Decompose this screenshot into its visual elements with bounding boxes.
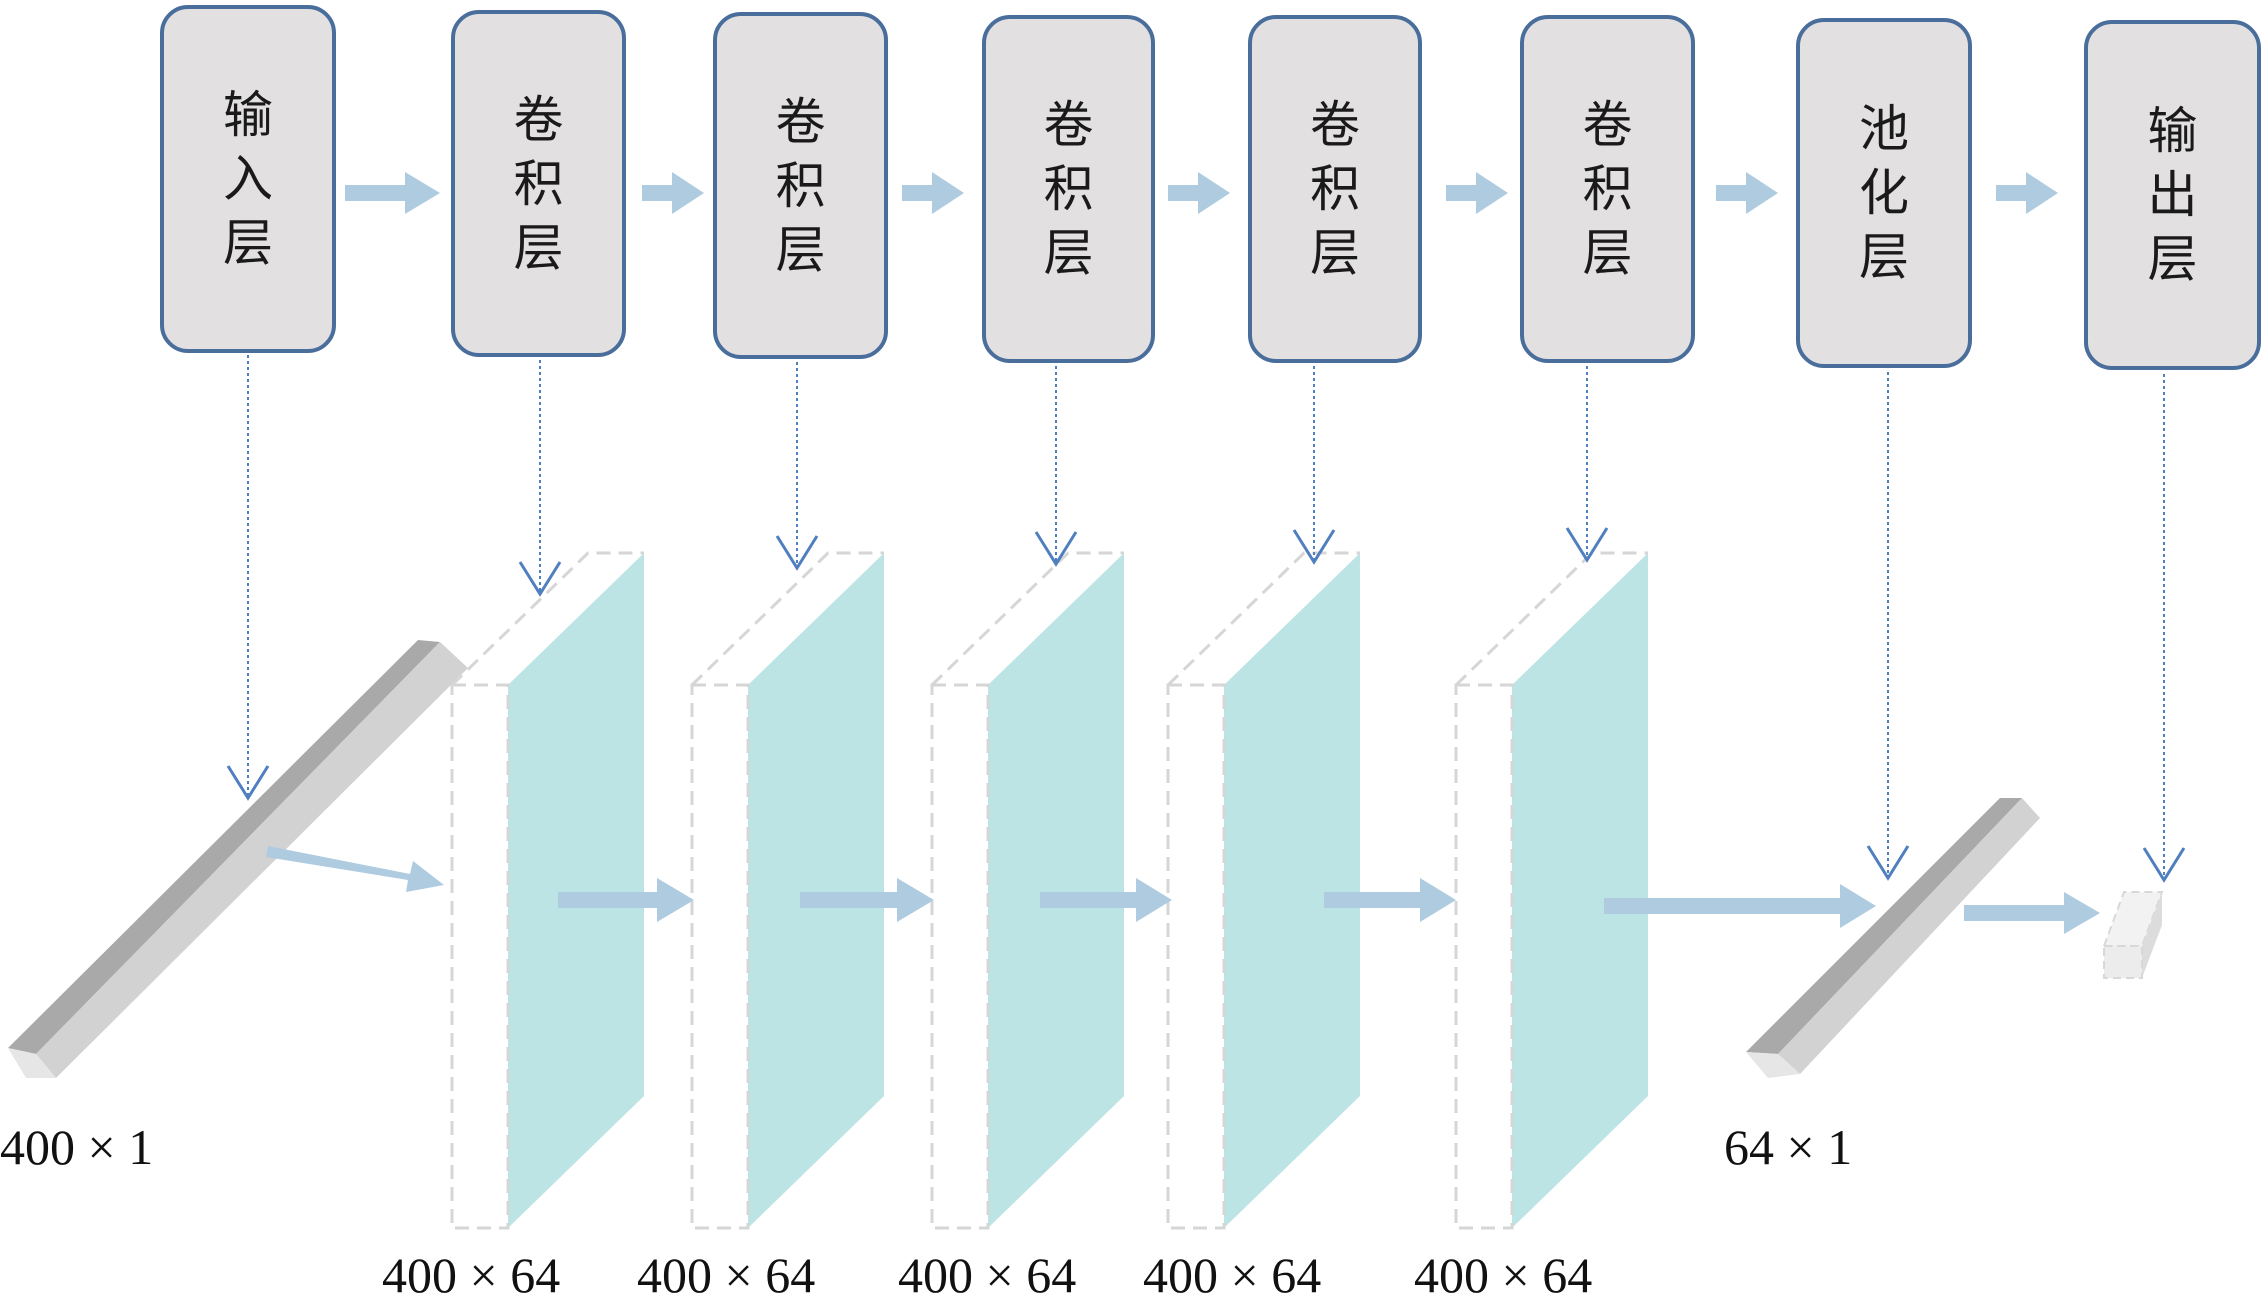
layer-char: 卷	[775, 92, 826, 151]
layer-char: 积	[1043, 160, 1094, 218]
dim-label-conv4: 400 × 64	[1143, 1247, 1322, 1303]
dim-label-conv1: 400 × 64	[382, 1247, 561, 1303]
flow-arrow-icon	[1964, 892, 2100, 934]
layer-char: 积	[513, 154, 564, 213]
layer-char: 卷	[1582, 96, 1633, 154]
layer-char: 池	[1859, 100, 1909, 158]
layer-char: 卷	[513, 90, 564, 149]
pointer-arrow-icon	[1292, 366, 1336, 565]
layer-char: 层	[2147, 230, 2198, 288]
layer-char: 化	[1859, 164, 1909, 222]
layer-char: 积	[775, 156, 826, 215]
layer-char: 输	[2147, 102, 2198, 160]
flow-arrow-icon	[1716, 172, 1778, 214]
dim-label-conv2: 400 × 64	[637, 1247, 816, 1303]
pointer-arrow-icon	[518, 360, 562, 597]
flow-arrow-icon	[1324, 878, 1456, 922]
feature-map-slab	[1454, 551, 1648, 1230]
output-cube	[2102, 891, 2164, 979]
flow-arrow-icon	[1996, 172, 2058, 214]
pointer-arrow-icon	[1866, 372, 1910, 881]
dim-label-input: 400 × 1	[0, 1119, 154, 1175]
feature-map-slab	[450, 551, 644, 1230]
flow-arrow-icon	[266, 846, 444, 892]
layer-box-pool[interactable]: 池 化 层	[1796, 18, 1972, 368]
feature-map-top-edge	[1166, 551, 1360, 687]
feature-map-front	[1166, 683, 1226, 1230]
dim-label-pool: 64 × 1	[1724, 1119, 1853, 1175]
layer-box-conv2[interactable]: 卷 积 层	[713, 12, 888, 359]
dim-label-conv3: 400 × 64	[898, 1247, 1077, 1303]
layer-box-conv1[interactable]: 卷 积 层	[451, 10, 626, 357]
layer-char: 层	[775, 220, 826, 279]
layer-box-conv3[interactable]: 卷 积 层	[982, 15, 1155, 363]
layer-char: 层	[1043, 224, 1094, 282]
layer-char: 积	[1582, 160, 1633, 218]
layer-box-conv5[interactable]: 卷 积 层	[1520, 15, 1695, 363]
feature-map-top-edge	[930, 551, 1124, 687]
flow-arrow-icon	[902, 172, 964, 214]
bottom-flow-arrows	[266, 846, 2100, 934]
dim-label-conv5: 400 × 64	[1414, 1247, 1593, 1303]
feature-map-side	[508, 553, 644, 1228]
layer-char: 入	[223, 150, 273, 208]
feature-map-slab	[930, 551, 1124, 1230]
feature-map-side	[1224, 553, 1360, 1228]
layer-char: 层	[223, 214, 273, 272]
layer-pointers	[226, 355, 2186, 883]
feature-map-side	[1512, 553, 1648, 1228]
pointer-arrow-icon	[2142, 374, 2186, 883]
feature-map-top-edge	[450, 551, 644, 687]
layer-box-conv4[interactable]: 卷 积 层	[1248, 15, 1422, 363]
feature-map-slab	[1166, 551, 1360, 1230]
feature-map-slab	[690, 551, 884, 1230]
feature-map-front	[930, 683, 990, 1230]
layer-char: 输	[223, 86, 273, 144]
flow-arrow-icon	[1446, 172, 1508, 214]
pointer-arrow-icon	[775, 362, 819, 571]
feature-map-front	[450, 683, 510, 1230]
pointer-arrow-icon	[1034, 366, 1078, 567]
pointer-arrow-icon	[226, 355, 270, 801]
flow-arrow-icon	[642, 172, 704, 214]
flow-arrow-icon	[1168, 172, 1230, 214]
flow-arrow-icon	[800, 878, 934, 922]
pool-vector	[1746, 798, 2040, 1078]
flow-arrow-icon	[1604, 884, 1876, 928]
feature-map-top-edge	[690, 551, 884, 687]
layer-char: 层	[513, 218, 564, 277]
layer-box-input[interactable]: 输 入 层	[160, 5, 336, 353]
pointer-arrow-icon	[1565, 366, 1609, 563]
feature-map-side	[748, 553, 884, 1228]
top-flow-arrows	[345, 172, 2058, 214]
layer-char: 出	[2147, 166, 2198, 224]
flow-arrow-icon	[558, 878, 694, 922]
layer-char: 卷	[1310, 96, 1360, 154]
feature-map-side	[988, 553, 1124, 1228]
layer-char: 层	[1310, 224, 1360, 282]
layer-char: 卷	[1043, 96, 1094, 154]
layer-char: 层	[1582, 224, 1633, 282]
feature-map-front	[1454, 683, 1514, 1230]
flow-arrow-icon	[1040, 878, 1172, 922]
feature-maps	[450, 551, 1648, 1230]
layer-box-output[interactable]: 输 出 层	[2084, 20, 2261, 370]
flow-arrow-icon	[345, 172, 440, 214]
layer-char: 层	[1859, 228, 1909, 286]
feature-map-front	[690, 683, 750, 1230]
input-vector	[8, 640, 468, 1078]
layer-char: 积	[1310, 160, 1360, 218]
